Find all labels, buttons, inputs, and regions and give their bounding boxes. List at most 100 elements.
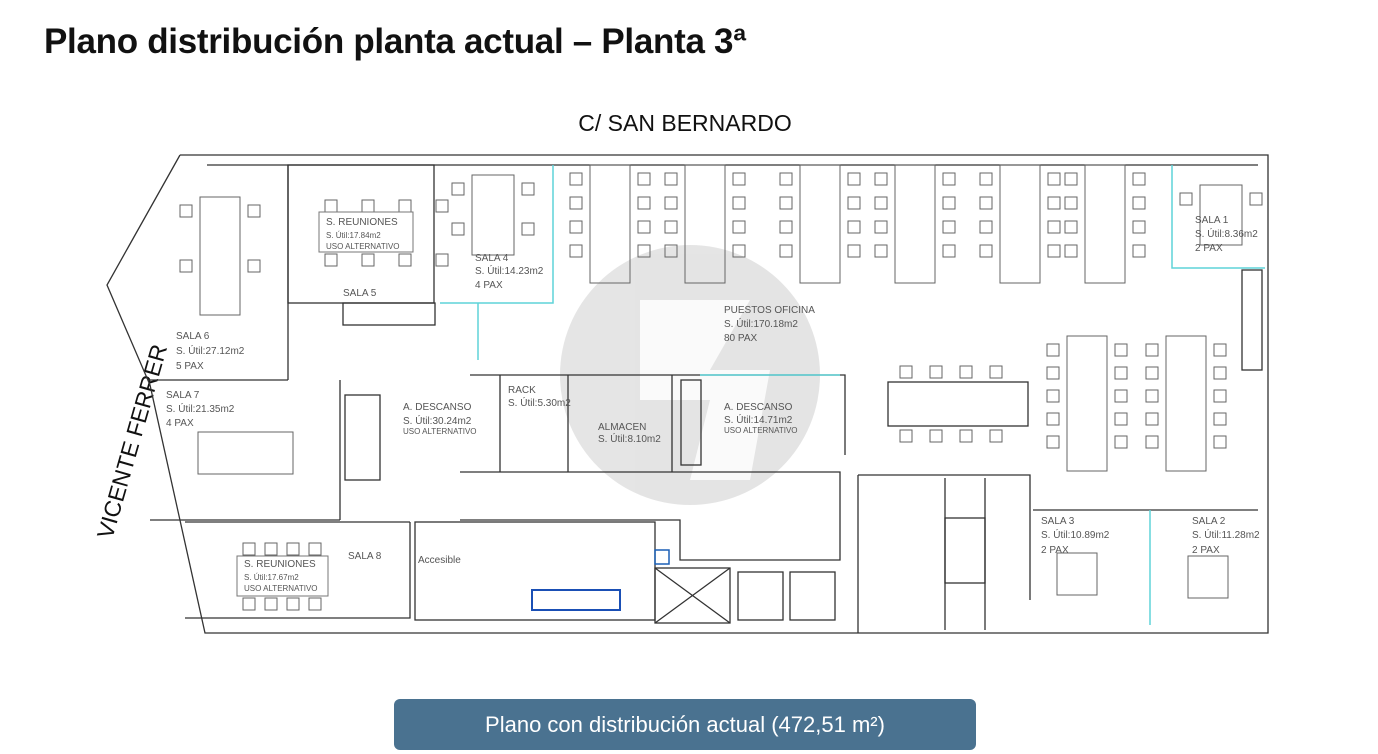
- room-label-sala8: SALA 8: [348, 551, 382, 562]
- chair: [361, 199, 375, 213]
- chair: [929, 429, 943, 443]
- desk: [999, 164, 1041, 284]
- chair: [732, 172, 746, 186]
- room-label-sala2: SALA 2 S. Útil:11.28m2 2 PAX: [1192, 516, 1260, 556]
- chair: [874, 220, 888, 234]
- svg-text:80 PAX: 80 PAX: [724, 333, 757, 344]
- room-label-sala4: SALA 4 S. Útil:14.23m2 4 PAX: [475, 253, 544, 291]
- chair: [1047, 244, 1061, 258]
- chair: [286, 542, 300, 556]
- walls: [106, 154, 1269, 634]
- chair: [1145, 435, 1159, 449]
- chair: [1145, 389, 1159, 403]
- street-label-left: VICENTE FERRER: [92, 341, 172, 541]
- room-label-sala1: SALA 1 S. Útil:8.36m2 2 PAX: [1195, 215, 1258, 254]
- room-label-rack: RACK S. Útil:5.30m2: [508, 385, 571, 409]
- toilet-fixtures: [531, 549, 670, 611]
- svg-text:S. REUNIONES: S. REUNIONES: [326, 217, 398, 228]
- svg-text:4 PAX: 4 PAX: [166, 418, 194, 429]
- chair: [989, 365, 1003, 379]
- svg-text:USO ALTERNATIVO: USO ALTERNATIVO: [403, 427, 477, 436]
- chair: [989, 429, 1003, 443]
- room-label-sala3: SALA 3 S. Útil:10.89m2 2 PAX: [1041, 516, 1110, 556]
- chair: [1064, 220, 1078, 234]
- glass-partitions: [440, 165, 1265, 625]
- svg-text:S. Útil:10.89m2: S. Útil:10.89m2: [1041, 528, 1110, 541]
- room-label-almacen: ALMACEN S. Útil:8.10m2: [598, 422, 661, 445]
- chair: [1132, 220, 1146, 234]
- room-label-accesible: Accesible: [418, 555, 461, 566]
- svg-text:USO ALTERNATIVO: USO ALTERNATIVO: [724, 426, 798, 435]
- chair: [569, 220, 583, 234]
- chair: [779, 196, 793, 210]
- chair: [847, 220, 861, 234]
- chair: [874, 244, 888, 258]
- desk: [1187, 555, 1229, 599]
- chair: [1046, 343, 1060, 357]
- chair: [1145, 412, 1159, 426]
- svg-text:SALA 6: SALA 6: [176, 331, 210, 342]
- chair: [1064, 196, 1078, 210]
- room-label-reuniones-top: S. REUNIONES S. Útil:17.84m2 USO ALTERNA…: [318, 211, 414, 253]
- chair: [874, 172, 888, 186]
- chair: [451, 182, 465, 196]
- svg-text:2 PAX: 2 PAX: [1041, 545, 1069, 556]
- chair: [324, 199, 338, 213]
- chair: [1114, 343, 1128, 357]
- chair: [664, 196, 678, 210]
- chair: [1213, 435, 1227, 449]
- svg-text:S. Útil:30.24m2: S. Útil:30.24m2: [403, 414, 472, 427]
- chair: [942, 196, 956, 210]
- chair: [1064, 244, 1078, 258]
- chair: [361, 253, 375, 267]
- chair: [929, 365, 943, 379]
- chair: [637, 196, 651, 210]
- chair: [899, 365, 913, 379]
- chair: [264, 542, 278, 556]
- chair: [435, 199, 449, 213]
- room-label-sala7: SALA 7 S. Útil:21.35m2 4 PAX: [166, 390, 235, 429]
- chair: [942, 172, 956, 186]
- plan-caption: Plano con distribución actual (472,51 m²…: [394, 699, 976, 750]
- chair: [847, 244, 861, 258]
- chair: [569, 172, 583, 186]
- chair: [398, 253, 412, 267]
- desk: [589, 164, 631, 284]
- desk: [1066, 335, 1108, 472]
- chair: [959, 365, 973, 379]
- chair: [1213, 389, 1227, 403]
- svg-text:S. Útil:17.67m2: S. Útil:17.67m2: [244, 573, 299, 582]
- svg-text:SALA 3: SALA 3: [1041, 516, 1075, 527]
- svg-text:S. Útil:27.12m2: S. Útil:27.12m2: [176, 344, 245, 357]
- street-label-top: C/ SAN BERNARDO: [578, 110, 791, 136]
- svg-text:A. DESCANSO: A. DESCANSO: [724, 402, 793, 413]
- chair: [264, 597, 278, 611]
- chair: [521, 222, 535, 236]
- chair: [664, 172, 678, 186]
- desk: [684, 164, 726, 284]
- svg-text:S. Útil:14.71m2: S. Útil:14.71m2: [724, 413, 793, 426]
- svg-text:ALMACEN: ALMACEN: [598, 422, 646, 433]
- chair: [1145, 343, 1159, 357]
- chair: [1064, 172, 1078, 186]
- chair: [1249, 192, 1263, 206]
- chair: [959, 429, 973, 443]
- chair: [1046, 412, 1060, 426]
- chair: [1213, 366, 1227, 380]
- svg-text:PUESTOS OFICINA: PUESTOS OFICINA: [724, 305, 815, 316]
- room-label-reuniones-bottom: S. REUNIONES S. Útil:17.67m2 USO ALTERNA…: [236, 555, 329, 597]
- chair: [179, 204, 193, 218]
- chair: [637, 220, 651, 234]
- chair: [451, 222, 465, 236]
- chair: [779, 220, 793, 234]
- chair: [569, 196, 583, 210]
- chair: [664, 220, 678, 234]
- chair: [979, 172, 993, 186]
- room-labels: S. REUNIONES S. Útil:17.84m2 USO ALTERNA…: [166, 211, 1260, 597]
- svg-text:S. Útil:5.30m2: S. Útil:5.30m2: [508, 396, 571, 409]
- chair: [324, 253, 338, 267]
- chair: [247, 204, 261, 218]
- room-label-sala5: SALA 5: [343, 288, 377, 299]
- chair: [1114, 366, 1128, 380]
